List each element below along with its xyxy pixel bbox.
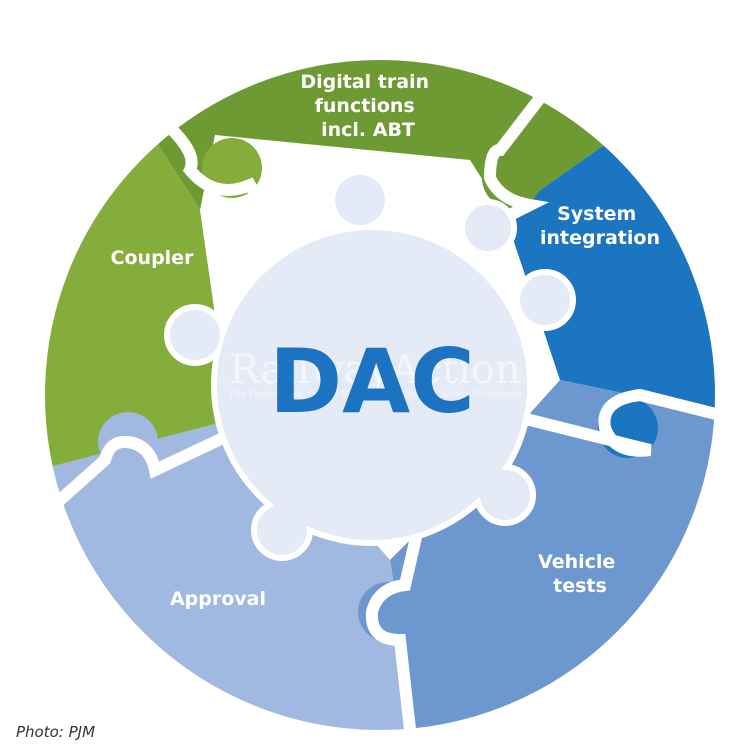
label-digital-train-functions: Digital train functions incl. ABT — [300, 71, 435, 141]
hub-knob-top — [329, 169, 391, 231]
ring-border — [39, 54, 721, 736]
watermark-logo: RailwayAction — [229, 347, 520, 393]
hub-knob-right — [514, 269, 576, 331]
label-system-integration: System integration — [540, 203, 660, 249]
hub-knob-left — [164, 304, 226, 366]
piece-separators — [54, 79, 718, 733]
center-label: DAC — [269, 330, 475, 433]
watermark-tagline: The Professional Online Magazine Of Rail… — [229, 390, 522, 400]
label-vehicle-tests: Vehicle tests — [538, 551, 622, 597]
photo-credit: Photo: PJM — [16, 723, 96, 741]
hub-knob-top-right — [459, 199, 517, 257]
dac-hub — [164, 169, 576, 561]
label-approval: Approval — [170, 588, 266, 610]
hub-cover — [217, 230, 527, 540]
label-coupler: Coupler — [111, 247, 195, 269]
